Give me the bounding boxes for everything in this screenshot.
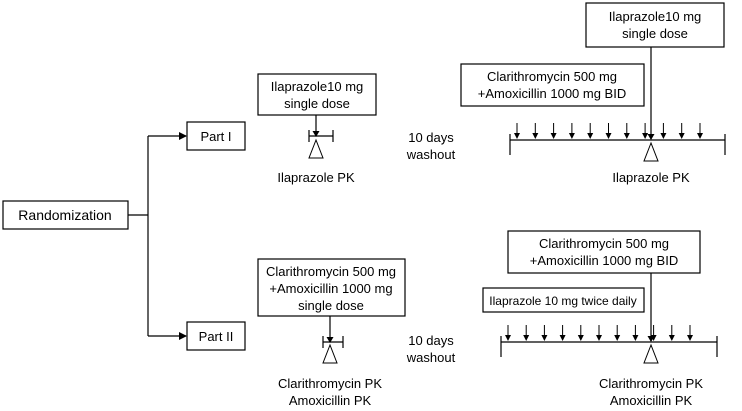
- svg-text:+Amoxicillin 1000 mg: +Amoxicillin 1000 mg: [269, 281, 392, 296]
- part1-label: Part I: [200, 129, 231, 144]
- pk-sampling-marker: [643, 141, 659, 162]
- dose-tick-arrowhead: [587, 133, 594, 139]
- dose-tick-arrowhead: [668, 335, 675, 341]
- svg-text:+Amoxicillin 1000 mg BID: +Amoxicillin 1000 mg BID: [530, 253, 678, 268]
- randomization-box: Randomization: [2, 200, 129, 230]
- dose-tick-arrowhead: [632, 335, 639, 341]
- svg-text:Clarithromycin 500 mg: Clarithromycin 500 mg: [266, 264, 396, 279]
- part1-washout: 10 days washout: [406, 130, 456, 162]
- svg-text:Clarithromycin 500 mg: Clarithromycin 500 mg: [487, 69, 617, 84]
- dose-tick-arrowhead: [623, 133, 630, 139]
- dose-tick-arrowhead: [532, 133, 539, 139]
- svg-text:Amoxicillin PK: Amoxicillin PK: [610, 393, 693, 408]
- dose-tick-arrowhead: [559, 335, 566, 341]
- pk-sampling-marker: [643, 343, 659, 364]
- dose-tick-arrowhead: [596, 335, 602, 341]
- part2-period2-pk-label: Clarithromycin PK Amoxicillin PK: [599, 376, 703, 408]
- dose-tick-arrowhead: [568, 133, 575, 139]
- dose-tick-arrowhead: [650, 335, 657, 341]
- part2-period2-ilaprazole-box: Ilaprazole 10 mg twice daily: [482, 287, 645, 313]
- svg-text:washout: washout: [406, 147, 456, 162]
- part2-washout: 10 days washout: [406, 333, 456, 365]
- dose-tick-arrowhead: [605, 133, 612, 139]
- part1-box: Part I: [186, 121, 246, 151]
- svg-text:Clarithromycin PK: Clarithromycin PK: [278, 376, 382, 391]
- part1-period2-timeline: [509, 123, 726, 162]
- part1-period1-timeline: [308, 115, 334, 159]
- svg-text:Ilaprazole 10 mg twice daily: Ilaprazole 10 mg twice daily: [489, 294, 636, 308]
- dose-tick-arrowhead: [614, 335, 621, 341]
- pk-sampling-marker: [308, 138, 324, 159]
- svg-text:10 days: 10 days: [408, 333, 454, 348]
- svg-text:Clarithromycin PK: Clarithromycin PK: [599, 376, 703, 391]
- dose-tick-arrowhead: [697, 133, 703, 139]
- part2-period2-timeline: [500, 325, 718, 364]
- svg-text:+Amoxicillin 1000 mg BID: +Amoxicillin 1000 mg BID: [478, 86, 626, 101]
- part1-period2-dose-box: Ilaprazole10 mg single dose: [585, 2, 725, 48]
- svg-text:single dose: single dose: [622, 26, 688, 41]
- randomization-label: Randomization: [18, 207, 111, 223]
- part1-period2-pk-label: Ilaprazole PK: [612, 170, 690, 185]
- dose-tick-arrowhead: [541, 335, 548, 341]
- pk-sampling-marker: [322, 343, 338, 364]
- svg-text:single dose: single dose: [284, 96, 350, 111]
- part2-dose-box: Clarithromycin 500 mg +Amoxicillin 1000 …: [257, 258, 406, 317]
- dose-tick-arrowhead: [523, 335, 530, 341]
- dose-tick-arrowhead: [660, 133, 667, 139]
- part2-box: Part II: [186, 321, 246, 351]
- part2-label: Part II: [199, 329, 234, 344]
- dose-tick-arrowhead: [550, 133, 557, 139]
- dose-tick-arrowhead: [505, 335, 511, 341]
- svg-text:Ilaprazole10 mg: Ilaprazole10 mg: [609, 9, 702, 24]
- svg-text:Amoxicillin PK: Amoxicillin PK: [289, 393, 372, 408]
- dose-tick-arrowhead: [678, 133, 685, 139]
- dose-tick-arrowhead: [687, 335, 693, 341]
- branch-connector: [128, 132, 187, 340]
- part1-dose-box: Ilaprazole10 mg single dose: [257, 73, 377, 116]
- svg-text:Clarithromycin 500 mg: Clarithromycin 500 mg: [539, 236, 669, 251]
- part2-period2-combo-box: Clarithromycin 500 mg +Amoxicillin 1000 …: [507, 230, 701, 274]
- svg-text:single dose: single dose: [298, 298, 364, 313]
- svg-text:Ilaprazole10 mg: Ilaprazole10 mg: [271, 79, 364, 94]
- part2-period1-timeline: [322, 316, 344, 364]
- part2-pk-label: Clarithromycin PK Amoxicillin PK: [278, 376, 382, 408]
- part1-period2-combo-box: Clarithromycin 500 mg +Amoxicillin 1000 …: [460, 63, 645, 107]
- dose-tick-arrowhead: [514, 133, 520, 139]
- dose-tick-arrowhead: [642, 133, 649, 139]
- svg-text:10 days: 10 days: [408, 130, 454, 145]
- dose-tick-arrowhead: [577, 335, 584, 341]
- part1-pk-label: Ilaprazole PK: [277, 170, 355, 185]
- svg-text:washout: washout: [406, 350, 456, 365]
